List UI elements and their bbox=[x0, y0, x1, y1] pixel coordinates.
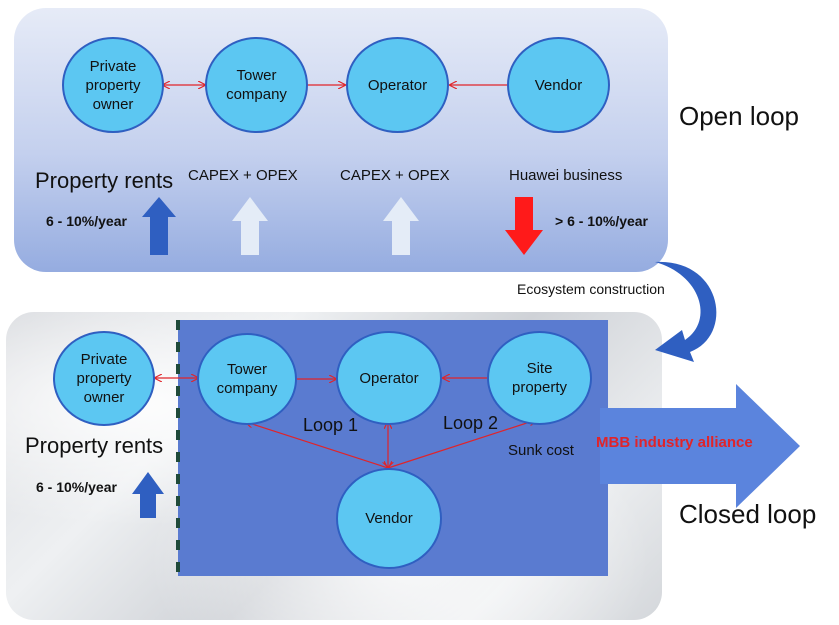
node-tower-company-top: Tower company bbox=[205, 37, 308, 133]
property-rents-top: Property rents bbox=[35, 168, 174, 193]
connector-vendor-site bbox=[388, 420, 536, 468]
red-down-arrow bbox=[505, 197, 543, 255]
node-private-owner-top: Private property owner bbox=[62, 37, 164, 133]
capex-opex-label-2: CAPEX + OPEX bbox=[340, 167, 450, 184]
node-operator-bottom: Operator bbox=[336, 331, 442, 425]
blue-up-arrow-bottom bbox=[132, 472, 164, 518]
rate-left-top: 6 - 10%/year bbox=[46, 213, 127, 229]
connector-vendor-tower bbox=[246, 422, 388, 468]
node-tower-company-bottom: Tower company bbox=[197, 333, 297, 425]
loop-1-label: Loop 1 bbox=[303, 415, 359, 435]
node-private-owner-bottom: Private property owner bbox=[53, 331, 155, 426]
node-site-property: Site property bbox=[487, 331, 592, 425]
pale-up-arrow-2 bbox=[383, 197, 419, 255]
closed-loop-label: Closed loop bbox=[679, 499, 817, 529]
ecosystem-construction-label: Ecosystem construction bbox=[517, 281, 665, 297]
rate-right-top: > 6 - 10%/year bbox=[555, 213, 649, 229]
property-rents-bottom: Property rents bbox=[25, 433, 164, 458]
rate-bottom: 6 - 10%/year bbox=[36, 479, 117, 495]
mbb-alliance-label: MBB industry alliance bbox=[596, 434, 753, 451]
sunk-cost-label: Sunk cost bbox=[508, 442, 574, 459]
pale-up-arrow-1 bbox=[232, 197, 268, 255]
open-loop-label: Open loop bbox=[679, 101, 799, 131]
node-vendor-bottom: Vendor bbox=[336, 468, 442, 569]
huawei-business-label: Huawei business bbox=[509, 167, 623, 184]
blue-up-arrow-top bbox=[142, 197, 176, 255]
capex-opex-label-1: CAPEX + OPEX bbox=[188, 167, 298, 184]
alliance-arrow bbox=[600, 384, 800, 508]
loop-2-label: Loop 2 bbox=[443, 413, 499, 433]
ecosystem-curved-arrow bbox=[655, 261, 717, 362]
node-vendor-top: Vendor bbox=[507, 37, 610, 133]
node-operator-top: Operator bbox=[346, 37, 449, 133]
